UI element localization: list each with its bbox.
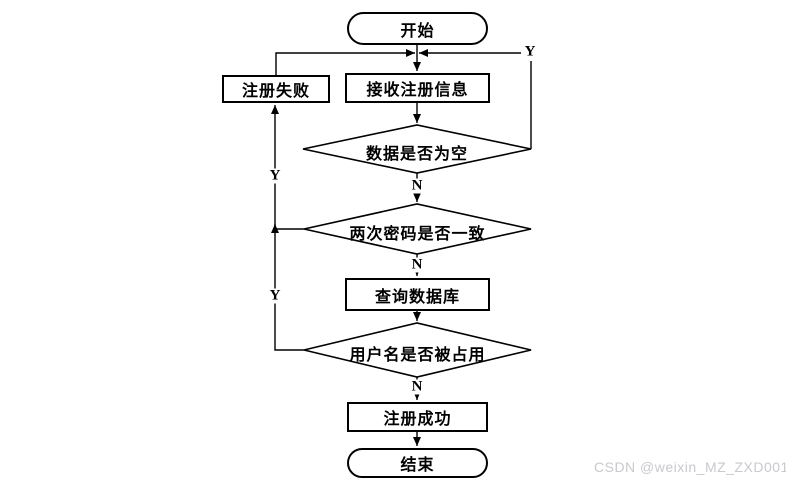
edge-check-user-yes (271, 224, 304, 351)
decision-check-user-label: 用户名是否被占用 (349, 347, 486, 364)
process-receive-info: 接收注册信息 (345, 73, 490, 103)
end-node: 结束 (347, 448, 488, 478)
decision-check-user (303, 322, 532, 378)
process-register-fail: 注册失败 (222, 75, 330, 103)
branch-label-empty-yes: Y (522, 43, 538, 60)
branch-label-empty-no: N (409, 177, 425, 194)
decision-check-pwd (303, 203, 532, 255)
branch-label-pwd-no: N (409, 256, 425, 273)
start-node: 开始 (347, 12, 488, 45)
decision-check-empty (302, 124, 532, 174)
process-register-success: 注册成功 (347, 402, 488, 432)
csdn-watermark: CSDN @weixin_MZ_ZXD001 (594, 459, 786, 475)
decision-check-pwd-label: 两次密码是否一致 (349, 226, 486, 243)
process-query-db: 查询数据库 (345, 278, 490, 311)
decision-check-empty-label: 数据是否为空 (365, 146, 468, 163)
branch-label-user-yes: Y (267, 287, 283, 304)
edge-fail-to-top-junction (275, 49, 415, 75)
branch-label-user-no: N (409, 378, 425, 395)
branch-label-pwd-yes: Y (267, 167, 283, 184)
